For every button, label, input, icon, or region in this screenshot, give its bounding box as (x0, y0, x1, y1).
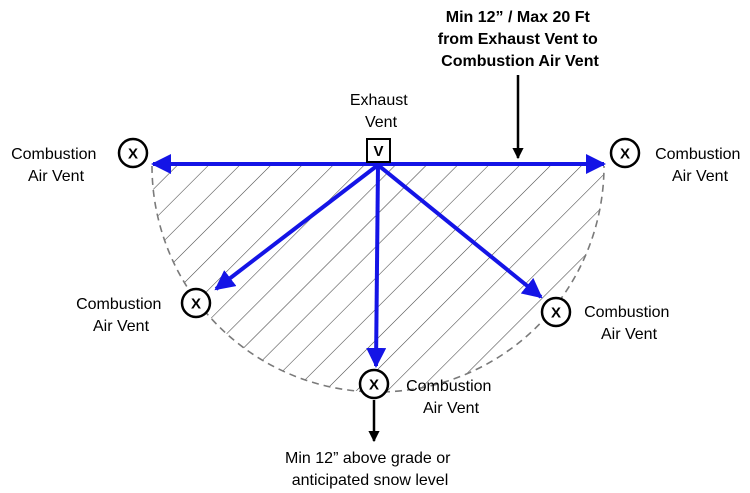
air-vent-marker-left: X (117, 137, 149, 169)
air-vent-marker-right: X (609, 137, 641, 169)
air-vent-circle (117, 137, 149, 169)
exhaust-vent-label-line2: Vent (365, 114, 398, 131)
grade-note-line2: anticipated snow level (292, 472, 449, 489)
air-vent-label-lower-right: Combustion Air Vent (584, 304, 674, 343)
air-vent-label-line2: Air Vent (93, 318, 150, 335)
air-vent-marker-lower-right: X (540, 296, 572, 328)
distance-note-line1: Min 12” / Max 20 Ft (446, 9, 591, 26)
air-vent-label-line2: Air Vent (423, 400, 480, 417)
exhaust-vent-box (366, 138, 391, 163)
air-vent-circle (180, 287, 212, 319)
distance-note: Min 12” / Max 20 Ft from Exhaust Vent to… (438, 9, 602, 70)
air-vent-label-left: Combustion Air Vent (11, 146, 101, 185)
air-vent-label-line1: Combustion (406, 378, 491, 395)
air-vent-marker-lower-left: X (180, 287, 212, 319)
air-vent-marker-bottom: X (358, 368, 390, 400)
arrow-to-lower-left-air-vent (214, 163, 380, 291)
air-vent-label-line2: Air Vent (672, 168, 729, 185)
air-vent-symbol: X (551, 305, 561, 322)
air-vent-symbol: X (191, 296, 201, 313)
exhaust-vent-symbol: V (373, 143, 383, 160)
air-vent-circle (609, 137, 641, 169)
grade-note: Min 12” above grade or anticipated snow … (285, 450, 455, 489)
air-vent-symbol: X (128, 146, 138, 163)
air-vent-label-right: Combustion Air Vent (655, 146, 745, 185)
air-vent-circle (358, 368, 390, 400)
air-vent-label-line1: Combustion (76, 296, 161, 313)
air-vent-symbol: X (620, 146, 630, 163)
air-vent-circle (540, 296, 572, 328)
clearance-zone-hatching (152, 166, 604, 392)
exhaust-vent: V (366, 138, 391, 163)
air-vent-label-line2: Air Vent (601, 326, 658, 343)
air-vent-label-line1: Combustion (11, 146, 96, 163)
grade-note-line1: Min 12” above grade or (285, 450, 451, 467)
exhaust-vent-label: Exhaust Vent (350, 92, 412, 131)
air-vent-label-line1: Combustion (655, 146, 740, 163)
arrow-to-lower-right-air-vent (376, 163, 543, 299)
air-vent-symbol: X (369, 377, 379, 394)
air-vent-label-line1: Combustion (584, 304, 669, 321)
exhaust-vent-label-line1: Exhaust (350, 92, 408, 109)
air-vent-label-lower-left: Combustion Air Vent (76, 296, 166, 335)
air-vent-label-line2: Air Vent (28, 168, 85, 185)
distance-arrows (151, 154, 606, 368)
distance-note-line2: from Exhaust Vent to (438, 31, 598, 48)
arrow-to-bottom-air-vent (366, 164, 387, 368)
distance-note-line3: Combustion Air Vent (441, 53, 599, 70)
air-vent-label-bottom: Combustion Air Vent (406, 378, 496, 417)
